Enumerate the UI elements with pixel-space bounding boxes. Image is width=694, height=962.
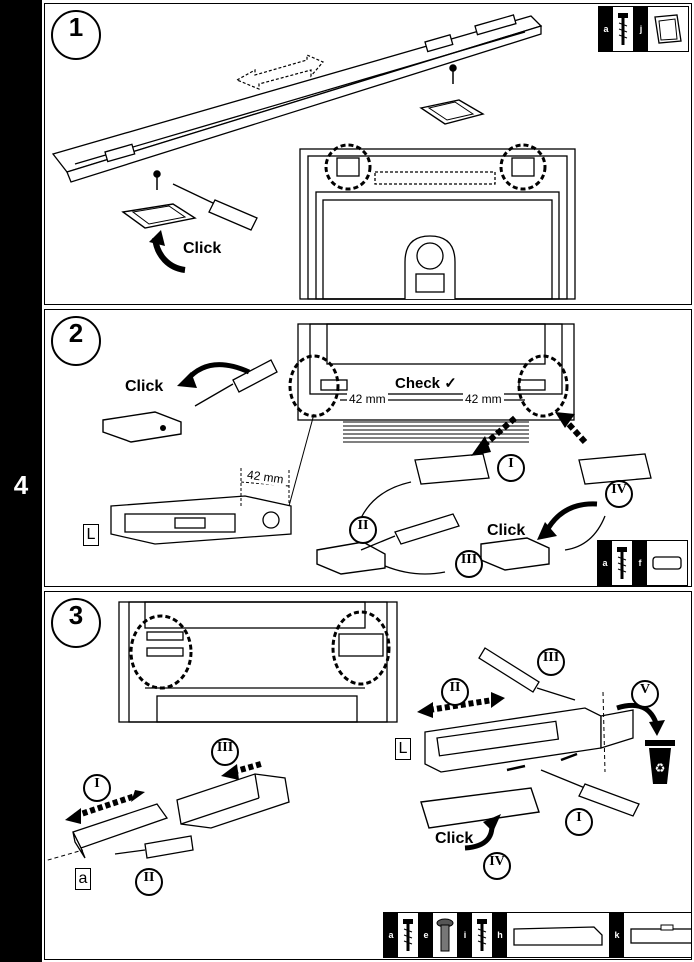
step-number: 3 (51, 598, 101, 648)
click-label: Click (435, 830, 474, 847)
click-label: Click (487, 522, 526, 539)
bin-icon: ♻ (645, 740, 675, 784)
bolt-icon (433, 913, 458, 957)
click-label: Click (183, 240, 222, 257)
step-roman-I: I (565, 808, 593, 836)
kit-tag: a (598, 541, 612, 585)
door-rail (51, 14, 543, 183)
hinge-cap (316, 541, 386, 575)
section-number: 4 (13, 470, 29, 500)
kit-tag: a (599, 7, 613, 51)
step-roman-II: II (349, 516, 377, 544)
step-roman-V: V (631, 680, 659, 708)
hinge-cover-I (414, 453, 490, 485)
screwdriver (360, 513, 460, 551)
cover-cap-icon (648, 7, 688, 51)
step-roman-IV: IV (483, 852, 511, 880)
cover-cap-right (419, 99, 485, 125)
hinge-cap-icon (647, 541, 687, 585)
dimension-left: 42 mm (347, 392, 388, 406)
kit-tag: a (384, 913, 398, 957)
step-3-illustration: ♻ (45, 601, 675, 862)
step-2-illustration (102, 323, 652, 575)
step-number: 1 (51, 10, 101, 60)
detail-circles (288, 354, 569, 418)
click-label: Click (125, 378, 164, 395)
screwdriver (194, 359, 278, 407)
side-label: L (83, 524, 99, 546)
hinge-bracket (110, 495, 292, 545)
parts-kit: a j (598, 6, 689, 52)
step-2-panel: 2 (44, 309, 692, 587)
cover-plate (420, 787, 540, 829)
screw-icon (612, 541, 633, 585)
hinge-cover-IV (578, 453, 652, 485)
screw-icon (398, 913, 419, 957)
step-roman-II: II (441, 678, 469, 706)
svg-text:♻: ♻ (655, 761, 666, 775)
step-roman-III: III (537, 648, 565, 676)
screw (506, 752, 578, 772)
section-sidebar: 4 (0, 0, 42, 962)
check-label: Check ✓ (395, 374, 457, 392)
slide-arrow (235, 54, 324, 90)
screw-right (449, 64, 457, 84)
step-roman-IV: IV (605, 480, 633, 508)
detail-circle-left (324, 143, 372, 191)
hinge-cap (102, 411, 182, 443)
step-number: 2 (51, 316, 101, 366)
screwdriver (540, 769, 640, 817)
screw-left (153, 170, 161, 190)
kit-tag: j (634, 7, 648, 51)
screwdriver (478, 647, 576, 701)
cover-strip-icon (507, 913, 610, 957)
screwdriver (114, 835, 194, 859)
step-1-illustration (51, 14, 576, 300)
side-label: a (75, 868, 91, 890)
step-roman-III: III (455, 550, 483, 578)
cover-cap-left (121, 203, 197, 229)
step-3-panel: 3 (44, 591, 692, 960)
side-label: L (395, 738, 411, 760)
fridge-top-view (297, 323, 575, 443)
kit-tag: i (458, 913, 472, 957)
kit-tag: f (633, 541, 647, 585)
step-roman-I: I (83, 774, 111, 802)
step-roman-I: I (497, 454, 525, 482)
checkmark-icon: ✓ (440, 375, 457, 392)
detail-circles (129, 610, 391, 690)
hinge-part (72, 803, 169, 859)
dimension-right: 42 mm (463, 392, 504, 406)
step-roman-II: II (135, 868, 163, 896)
cover-piece (176, 773, 290, 829)
kit-tag: h (493, 913, 507, 957)
screw-icon (613, 7, 634, 51)
kit-tag: e (419, 913, 433, 957)
step-roman-III: III (211, 738, 239, 766)
fridge-view (118, 601, 398, 723)
parts-kit: a f (597, 540, 688, 586)
screw-icon (472, 913, 493, 957)
cover-plate-icon (624, 913, 691, 957)
parts-kit: a e i h k (383, 912, 691, 958)
screwdriver (172, 183, 258, 231)
step-1-panel: 1 (44, 3, 692, 305)
hinge-cap (480, 537, 550, 571)
detail-circle-right (499, 143, 547, 191)
hinge-bracket (424, 707, 634, 773)
kit-tag: k (610, 913, 624, 957)
fridge-door-view (299, 148, 576, 300)
check-text: Check (395, 375, 441, 392)
